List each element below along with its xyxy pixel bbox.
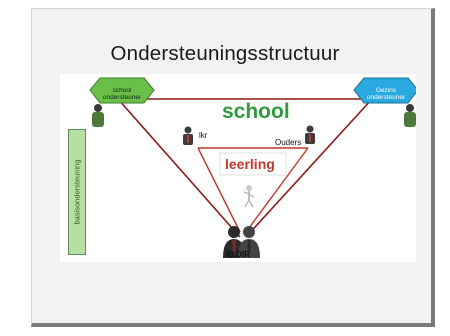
person-icon-ouders	[305, 125, 315, 144]
leerling-label: leerling	[225, 156, 275, 172]
diagram-lines	[89, 77, 416, 258]
gezins-ondersteuner-line1: Gezins	[375, 87, 397, 94]
support-structure-diagram: school ondersteuner Gezins ondersteuner …	[60, 74, 416, 262]
ouders-label: Ouders	[275, 138, 302, 147]
child-figure-icon	[243, 185, 255, 208]
person-icon-school-ondersteuner	[92, 104, 104, 127]
school-ondersteuner-line1: school	[112, 87, 132, 94]
gezins-ondersteuner-label: Gezins ondersteuner	[362, 87, 410, 101]
person-icon-gezins-ondersteuner	[404, 104, 416, 127]
leerling-box	[219, 152, 287, 176]
lkr-label: lkr	[199, 131, 208, 140]
basisondersteuning-label: basisondersteuning	[72, 159, 82, 225]
gezins-ondersteuner-line2: ondersteuner	[366, 94, 406, 101]
basisondersteuning-box: basisondersteuning	[68, 129, 86, 255]
outer-triangle-right-edge	[245, 98, 373, 238]
person-icon-dir	[238, 226, 260, 258]
person-icon-lkr	[183, 126, 193, 145]
school-ondersteuner-label: school ondersteuner	[98, 87, 146, 101]
ib-dir-label: IB DIR	[226, 250, 250, 259]
school-ondersteuner-hexagon	[89, 77, 155, 104]
gezins-ondersteuner-hexagon	[353, 77, 416, 104]
school-label: school	[222, 100, 290, 123]
outer-triangle-left-edge	[117, 98, 241, 238]
inner-triangle-left-edge	[197, 147, 241, 233]
slide-title: Ondersteuningsstructuur	[110, 42, 340, 65]
inner-triangle-right-edge	[245, 147, 309, 233]
school-ondersteuner-line2: ondersteuner	[102, 94, 142, 101]
